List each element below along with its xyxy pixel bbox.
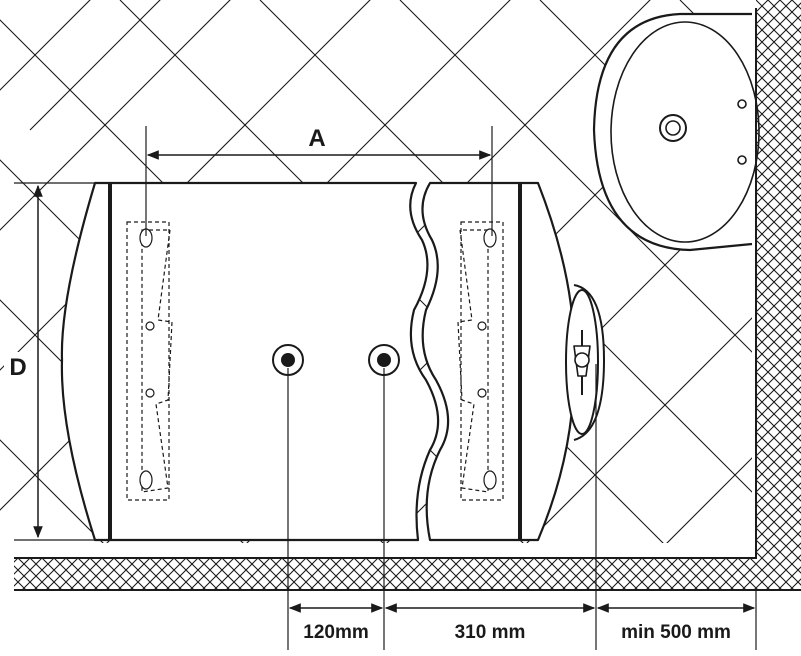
- mounting-brackets: [126, 221, 504, 501]
- bracket-holes: [139, 228, 497, 490]
- label-a-backdrop: [300, 122, 334, 150]
- label-120mm: 120mm: [303, 622, 369, 643]
- water-heater: [60, 181, 605, 542]
- dimension-arrows: [33, 150, 756, 613]
- pipe-outlet-left: [272, 344, 304, 376]
- label-min-500mm: min 500 mm: [621, 622, 731, 643]
- extension-lines: [14, 126, 757, 650]
- label-310mm: 310 mm: [455, 622, 526, 643]
- floor-and-wall: [14, 0, 801, 591]
- washbasin: [592, 12, 760, 252]
- label-d-backdrop: [4, 352, 34, 380]
- label-a: A: [308, 125, 325, 152]
- label-d: D: [9, 354, 26, 381]
